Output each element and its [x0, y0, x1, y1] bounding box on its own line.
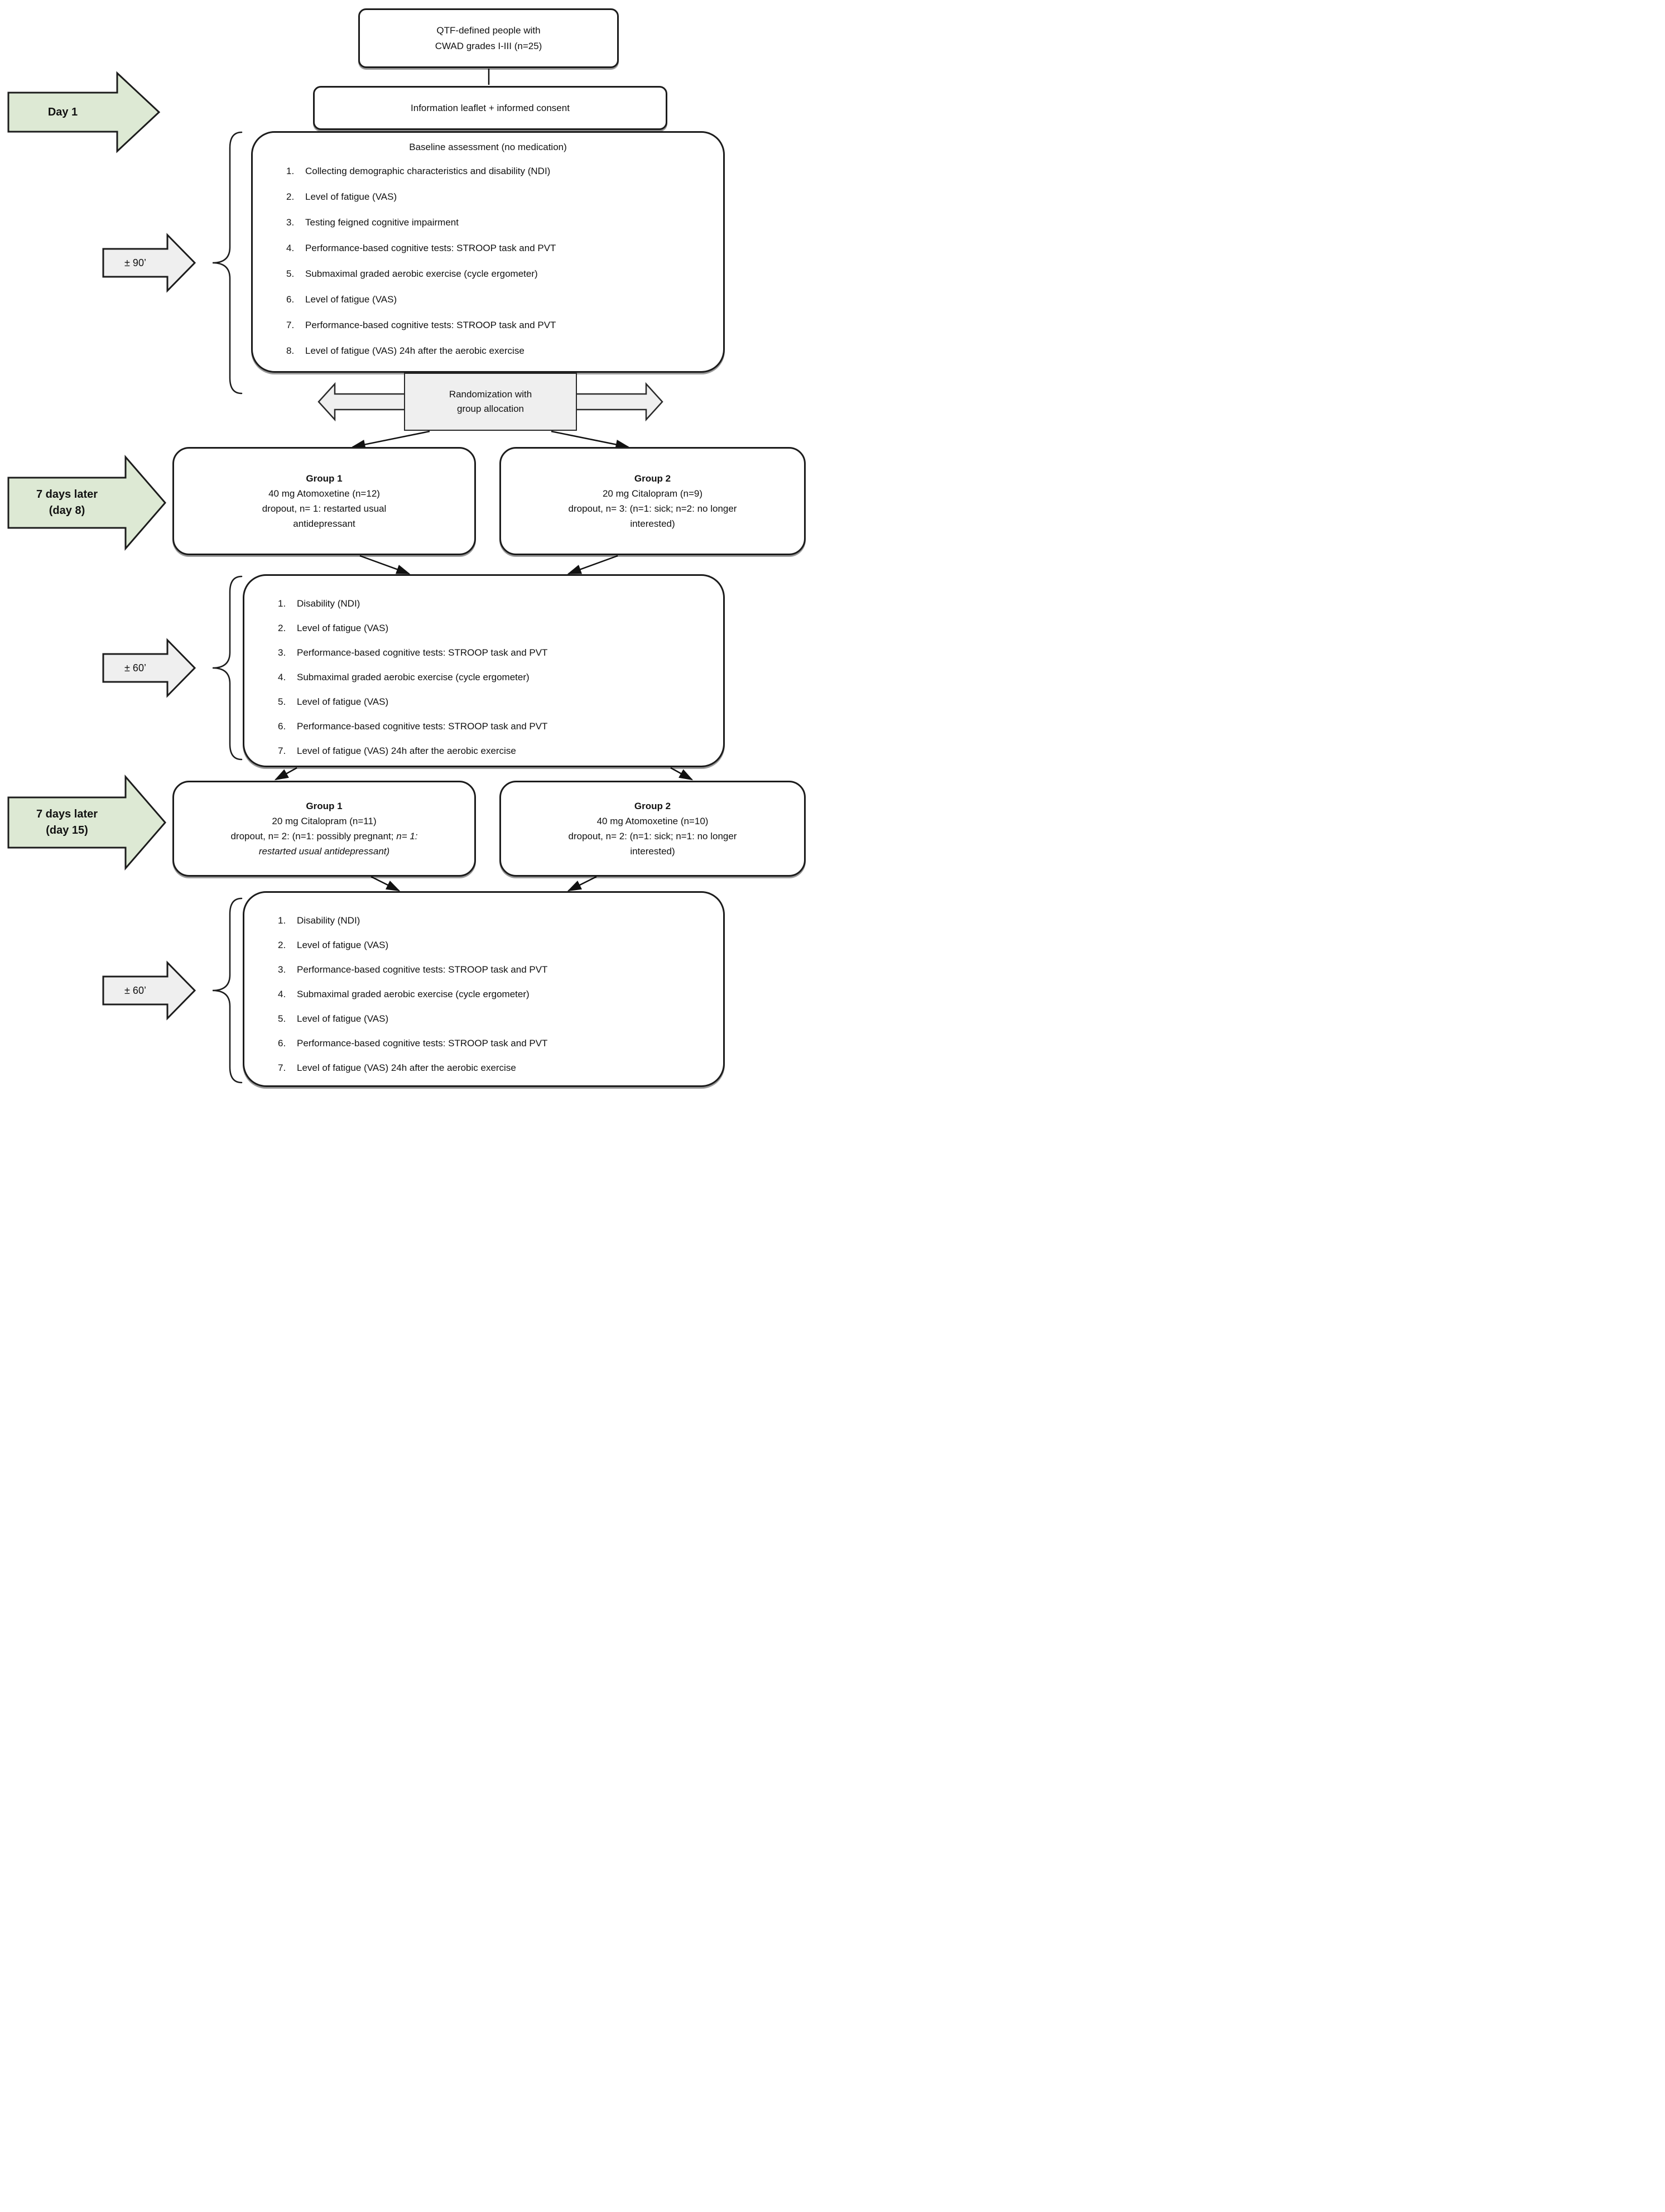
group1-round1-box: Group 1 40 mg Atomoxetine (n=12) dropout… — [172, 447, 476, 555]
group2-round2-box: Group 2 40 mg Atomoxetine (n=10) dropout… — [499, 781, 806, 877]
baseline-assessment-title: Baseline assessment (no medication) — [409, 142, 567, 152]
connector-group1r1-to-midterm — [359, 555, 411, 575]
list-item: 6.Performance-based cognitive tests: STR… — [278, 1038, 548, 1049]
enrolment-box: QTF-defined people with CWAD grades I-II… — [358, 8, 619, 68]
list-item: 2.Level of fatigue (VAS) — [278, 623, 389, 633]
duration-60b-label: ± 60’ — [124, 984, 146, 996]
duration-90-arrow-shape — [102, 233, 196, 293]
diagram-shapes-layer — [7, 69, 694, 1084]
list-item: 5.Level of fatigue (VAS) — [278, 1013, 389, 1024]
list-item: 2.Level of fatigue (VAS) — [278, 940, 389, 950]
list-item: 5.Level of fatigue (VAS) — [278, 696, 389, 707]
list-item: 6.Level of fatigue (VAS) — [286, 294, 397, 305]
final-assessment-box: 1.Disability (NDI) 2.Level of fatigue (V… — [243, 891, 725, 1087]
day1-arrow-shape — [7, 71, 161, 153]
list-item: 4.Performance-based cognitive tests: STR… — [286, 243, 556, 253]
randomization-box: Randomization with group allocation — [404, 373, 577, 431]
brace-baseline — [212, 131, 243, 395]
duration-90-label: ± 90’ — [124, 257, 146, 268]
group1-round1-title: Group 1 — [306, 473, 343, 484]
list-item: 5.Submaximal graded aerobic exercise (cy… — [286, 268, 538, 279]
duration-60a-label: ± 60’ — [124, 662, 146, 674]
group2-round1-box: Group 2 20 mg Citalopram (n=9) dropout, … — [499, 447, 806, 555]
day15-arrow-shape — [7, 774, 166, 871]
list-item: 2.Level of fatigue (VAS) — [286, 191, 397, 202]
day8-arrow-label: 7 days later (day 8) — [36, 488, 98, 517]
connector-group2r1-to-midterm — [567, 555, 618, 575]
randomization-left-arrow-shape — [317, 382, 408, 422]
brace-midterm — [212, 575, 243, 761]
group2-round1-title: Group 2 — [634, 473, 671, 484]
midterm-assessment-list: 1.Disability (NDI) 2.Level of fatigue (V… — [278, 592, 712, 763]
brace-final — [212, 897, 243, 1084]
informed-consent-box: Information leaflet + informed consent — [313, 86, 667, 130]
study-flow-diagram: Day 1 7 days later (day 8) 7 days later … — [0, 0, 832, 1106]
baseline-assessment-list: 1.Collecting demographic characteristics… — [286, 158, 712, 364]
day1-arrow-label: Day 1 — [47, 105, 78, 118]
connector-midterm-to-group2r2 — [670, 767, 694, 781]
list-item: 4.Submaximal graded aerobic exercise (cy… — [278, 989, 530, 999]
group2-round2-title: Group 2 — [634, 800, 671, 811]
connector-rand-to-group2 — [551, 430, 630, 450]
list-item: 7.Level of fatigue (VAS) 24h after the a… — [278, 1062, 516, 1073]
duration-60b-arrow-shape — [102, 960, 196, 1021]
day15-arrow-label: 7 days later (day 15) — [36, 808, 98, 836]
group1-round2-box: Group 1 20 mg Citalopram (n=11) dropout,… — [172, 781, 476, 877]
connector-midterm-to-group1r2 — [274, 767, 297, 781]
list-item: 4.Submaximal graded aerobic exercise (cy… — [278, 672, 530, 682]
randomization-right-arrow-shape — [572, 382, 663, 422]
list-item: 3.Testing feigned cognitive impairment — [286, 217, 459, 228]
day8-arrow-shape — [7, 454, 166, 551]
group1-round2-title: Group 1 — [306, 800, 343, 811]
connector-rand-to-group1 — [351, 430, 430, 450]
list-item: 8.Level of fatigue (VAS) 24h after the a… — [286, 345, 524, 356]
list-item: 3.Performance-based cognitive tests: STR… — [278, 964, 548, 975]
connector-group2r2-to-final — [567, 876, 597, 892]
baseline-assessment-box: Baseline assessment (no medication) 1.Co… — [251, 131, 725, 373]
list-item: 3.Performance-based cognitive tests: STR… — [278, 647, 548, 658]
list-item: 1.Collecting demographic characteristics… — [286, 166, 551, 176]
final-assessment-list: 1.Disability (NDI) 2.Level of fatigue (V… — [278, 908, 712, 1080]
connector-group1r2-to-final — [370, 876, 401, 892]
list-item: 1.Disability (NDI) — [278, 598, 360, 609]
duration-60a-arrow-shape — [102, 638, 196, 698]
list-item: 7.Level of fatigue (VAS) 24h after the a… — [278, 746, 516, 756]
list-item: 6.Performance-based cognitive tests: STR… — [278, 721, 548, 732]
list-item: 7.Performance-based cognitive tests: STR… — [286, 320, 556, 330]
midterm-assessment-box: 1.Disability (NDI) 2.Level of fatigue (V… — [243, 574, 725, 767]
list-item: 1.Disability (NDI) — [278, 915, 360, 926]
